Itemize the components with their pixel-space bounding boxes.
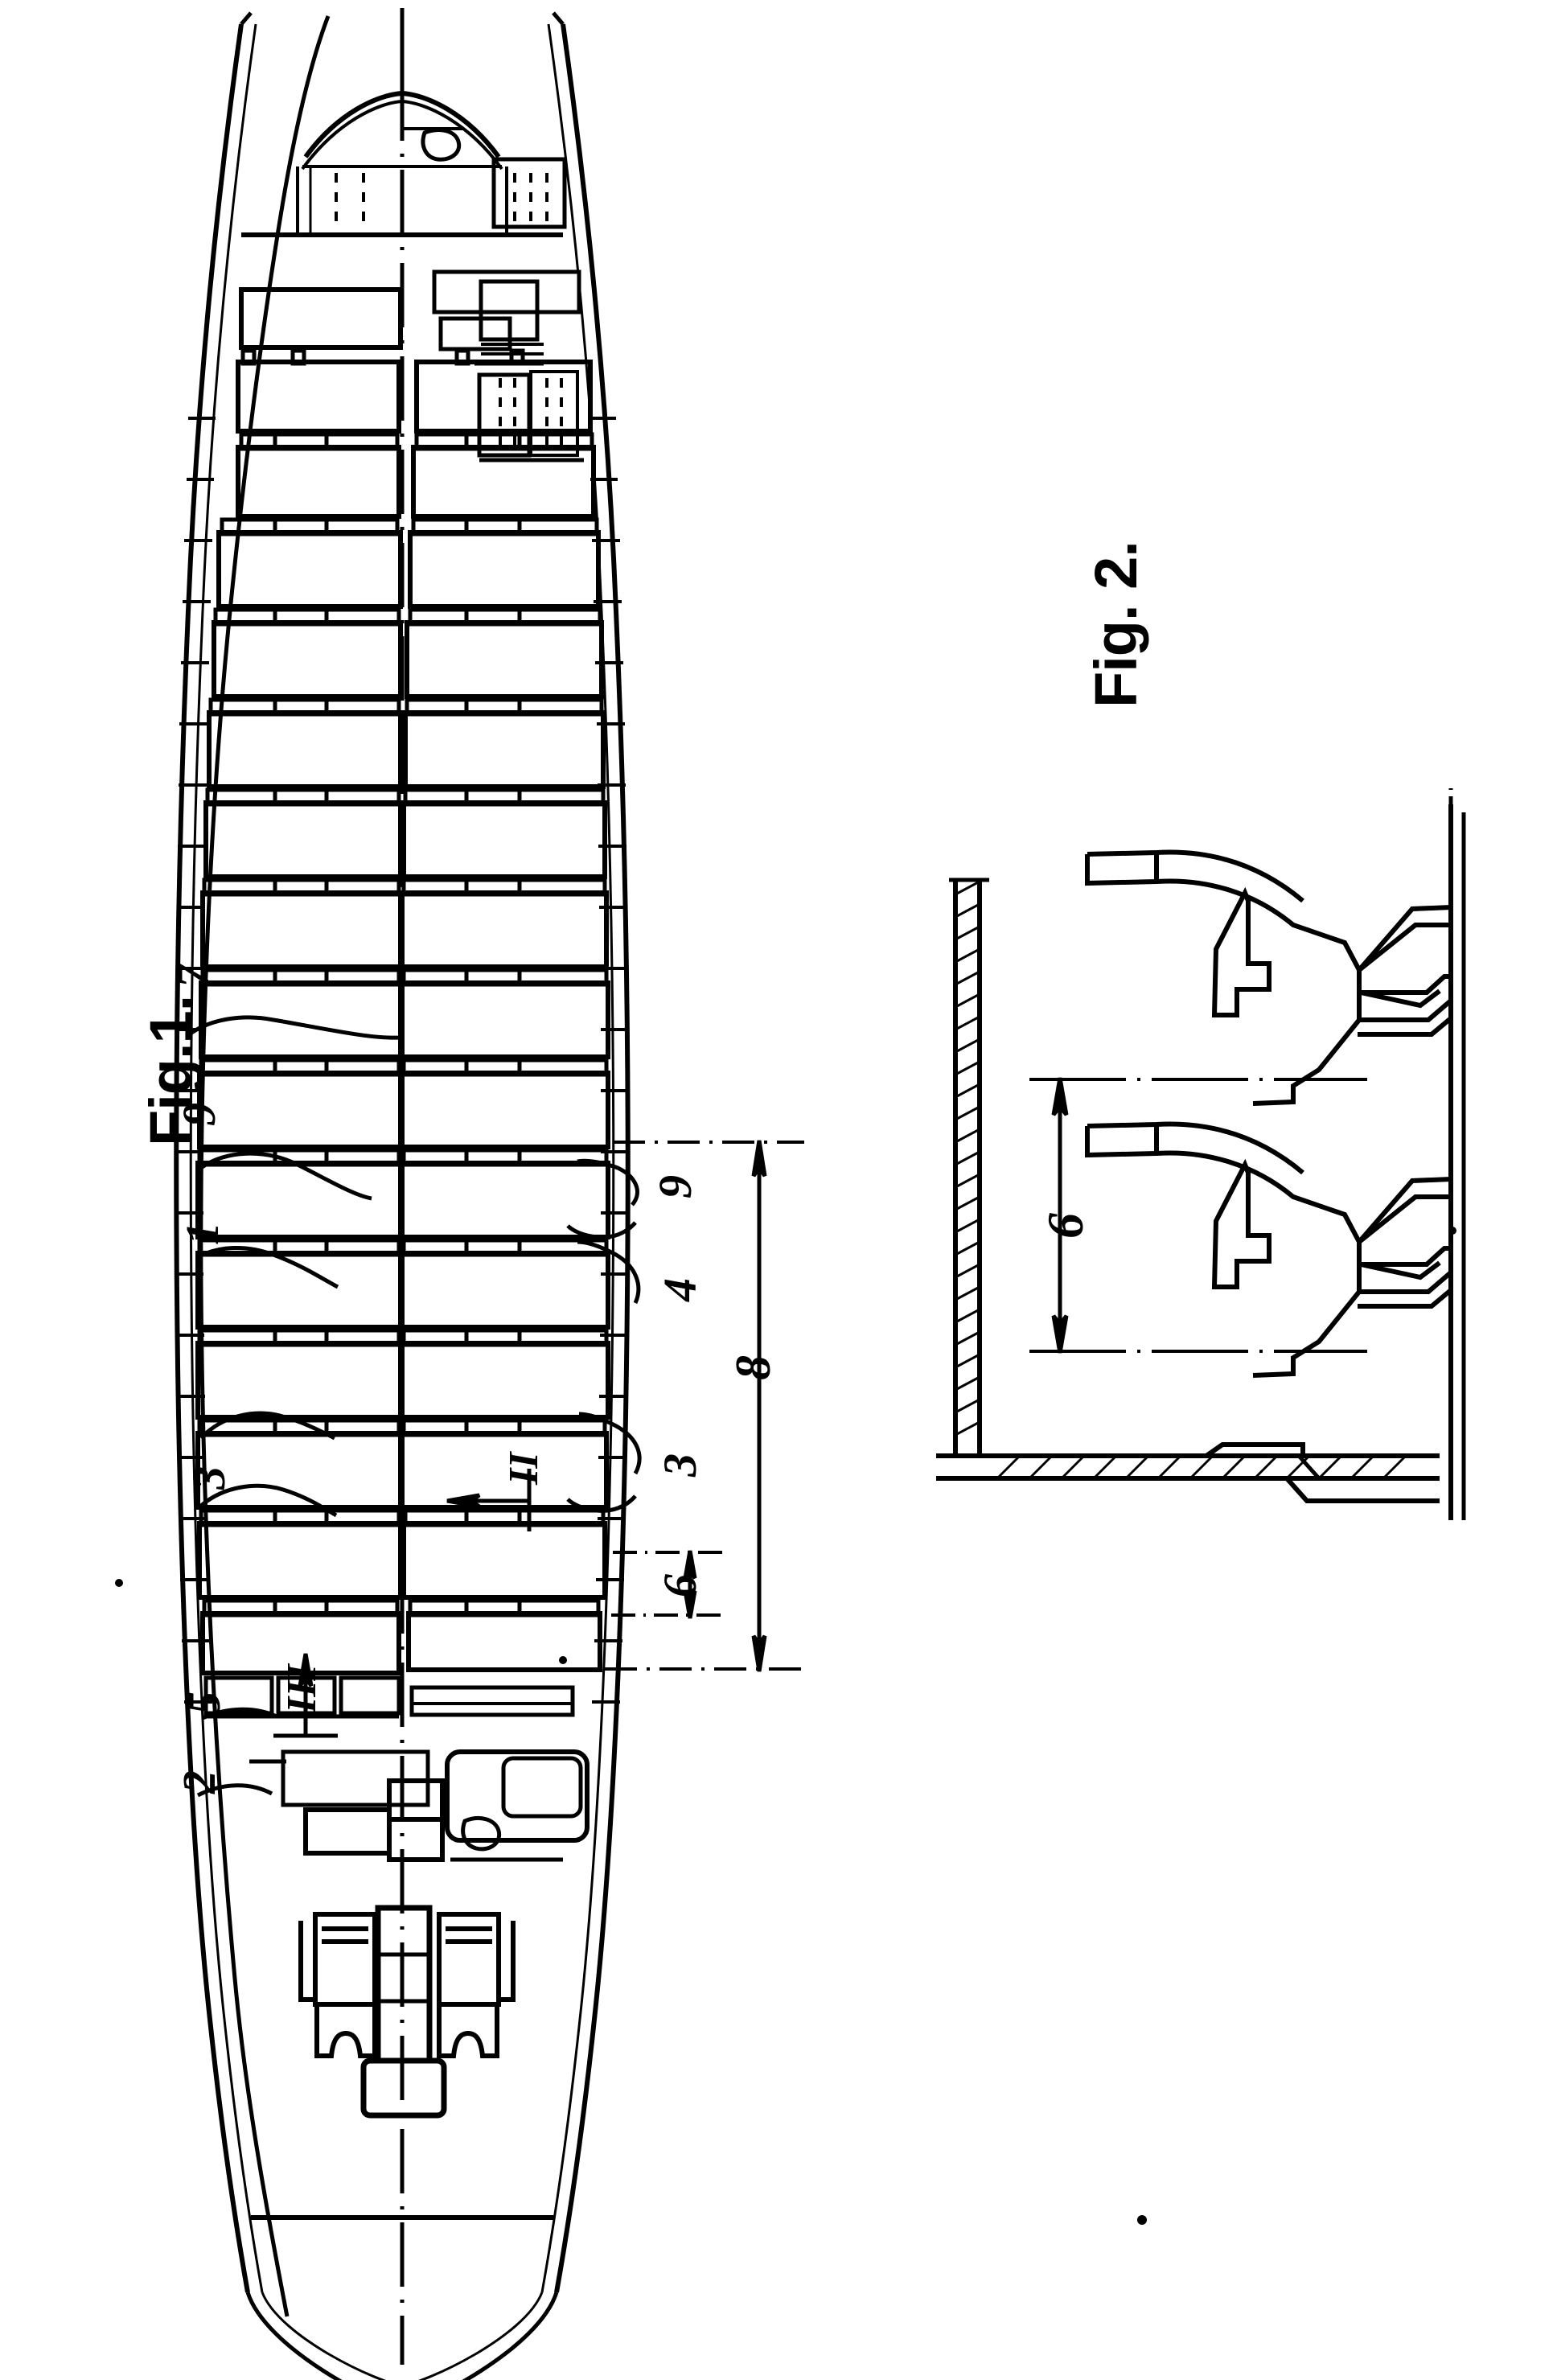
reference-numeral-1: 1 [176, 1222, 228, 1245]
reference-numeral-4: 4 [654, 1278, 706, 1301]
reference-numeral-3-left: 3 [183, 1466, 235, 1490]
reference-numeral-5: 5 [178, 1691, 230, 1715]
reference-numeral-9-left: 9 [173, 1103, 225, 1126]
dimension-label-6-fig1: 6 [654, 1574, 706, 1597]
figure-2-caption: Fig. 2. [1083, 541, 1149, 708]
dimension-label-8: 8 [726, 1355, 781, 1380]
section-marker-III: III [279, 1664, 325, 1713]
section-marker-II: II [501, 1452, 547, 1485]
reference-numeral-2: 2 [173, 1770, 225, 1794]
reference-numeral-7: 7 [166, 964, 219, 988]
dimension-label-6-fig2: 6 [1037, 1213, 1094, 1239]
reference-numeral-3-right: 3 [654, 1453, 706, 1477]
reference-numeral-9-right: 9 [649, 1175, 701, 1198]
